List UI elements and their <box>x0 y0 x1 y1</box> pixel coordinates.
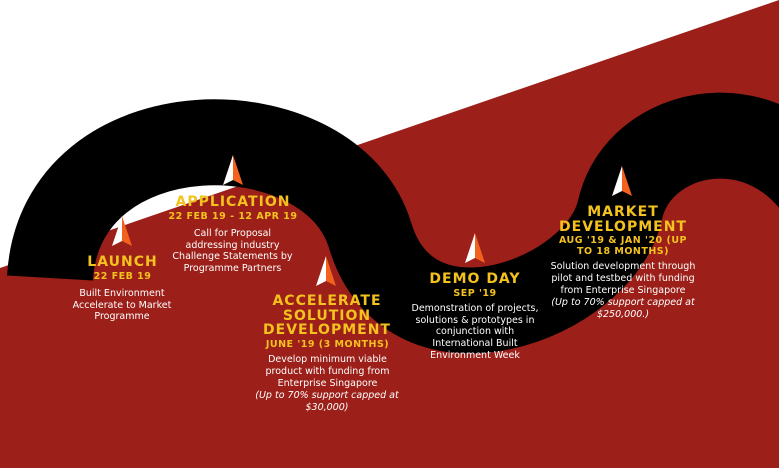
stage-date: 22 FEB 19 <box>93 270 152 282</box>
stage-title: APPLICATION <box>175 194 291 210</box>
stage-description: Demonstration of projects, solutions & p… <box>411 302 539 362</box>
stage-application: APPLICATION 22 FEB 19 - 12 APR 19 Call f… <box>158 195 308 275</box>
stage-note: (Up to 70% support capped at $30,000) <box>255 389 399 413</box>
stage-demo-day: DEMO DAY SEP '19 Demonstration of projec… <box>405 272 545 362</box>
stage-date: AUG '19 & JAN '20 (UP TO 18 MONTHS) <box>558 235 687 258</box>
cone-icon-demo-day <box>465 233 485 263</box>
stage-date: JUNE '19 (3 MONTHS) <box>265 339 390 351</box>
stage-title: ACCELERATE SOLUTION DEVELOPMENT <box>263 293 391 339</box>
cone-icon-application <box>223 155 243 185</box>
stage-title: DEMO DAY <box>429 271 521 287</box>
stage-note: (Up to 70% support capped at $250,000.) <box>551 297 695 320</box>
stage-description: Develop minimum viable product with fund… <box>265 354 390 389</box>
stage-description: Built Environment Accelerate to Market P… <box>72 287 172 323</box>
cone-icon-launch <box>112 216 132 246</box>
road-path <box>7 92 779 354</box>
stage-title: MARKET DEVELOPMENT <box>559 204 687 235</box>
stage-accelerate: ACCELERATE SOLUTION DEVELOPMENT JUNE '19… <box>250 294 405 413</box>
cone-icon-market <box>612 166 632 196</box>
stage-market: MARKET DEVELOPMENT AUG '19 & JAN '20 (UP… <box>546 205 701 321</box>
cone-icon-accelerate <box>316 256 336 286</box>
stage-date: 22 FEB 19 - 12 APR 19 <box>168 210 298 222</box>
stage-description: Solution development through pilot and t… <box>550 261 696 297</box>
stage-description: Call for Proposal addressing industry Ch… <box>172 227 293 275</box>
stage-launch: LAUNCH 22 FEB 19 Built Environment Accel… <box>55 255 190 323</box>
stage-title: LAUNCH <box>87 254 158 270</box>
stage-date: SEP '19 <box>453 287 497 299</box>
